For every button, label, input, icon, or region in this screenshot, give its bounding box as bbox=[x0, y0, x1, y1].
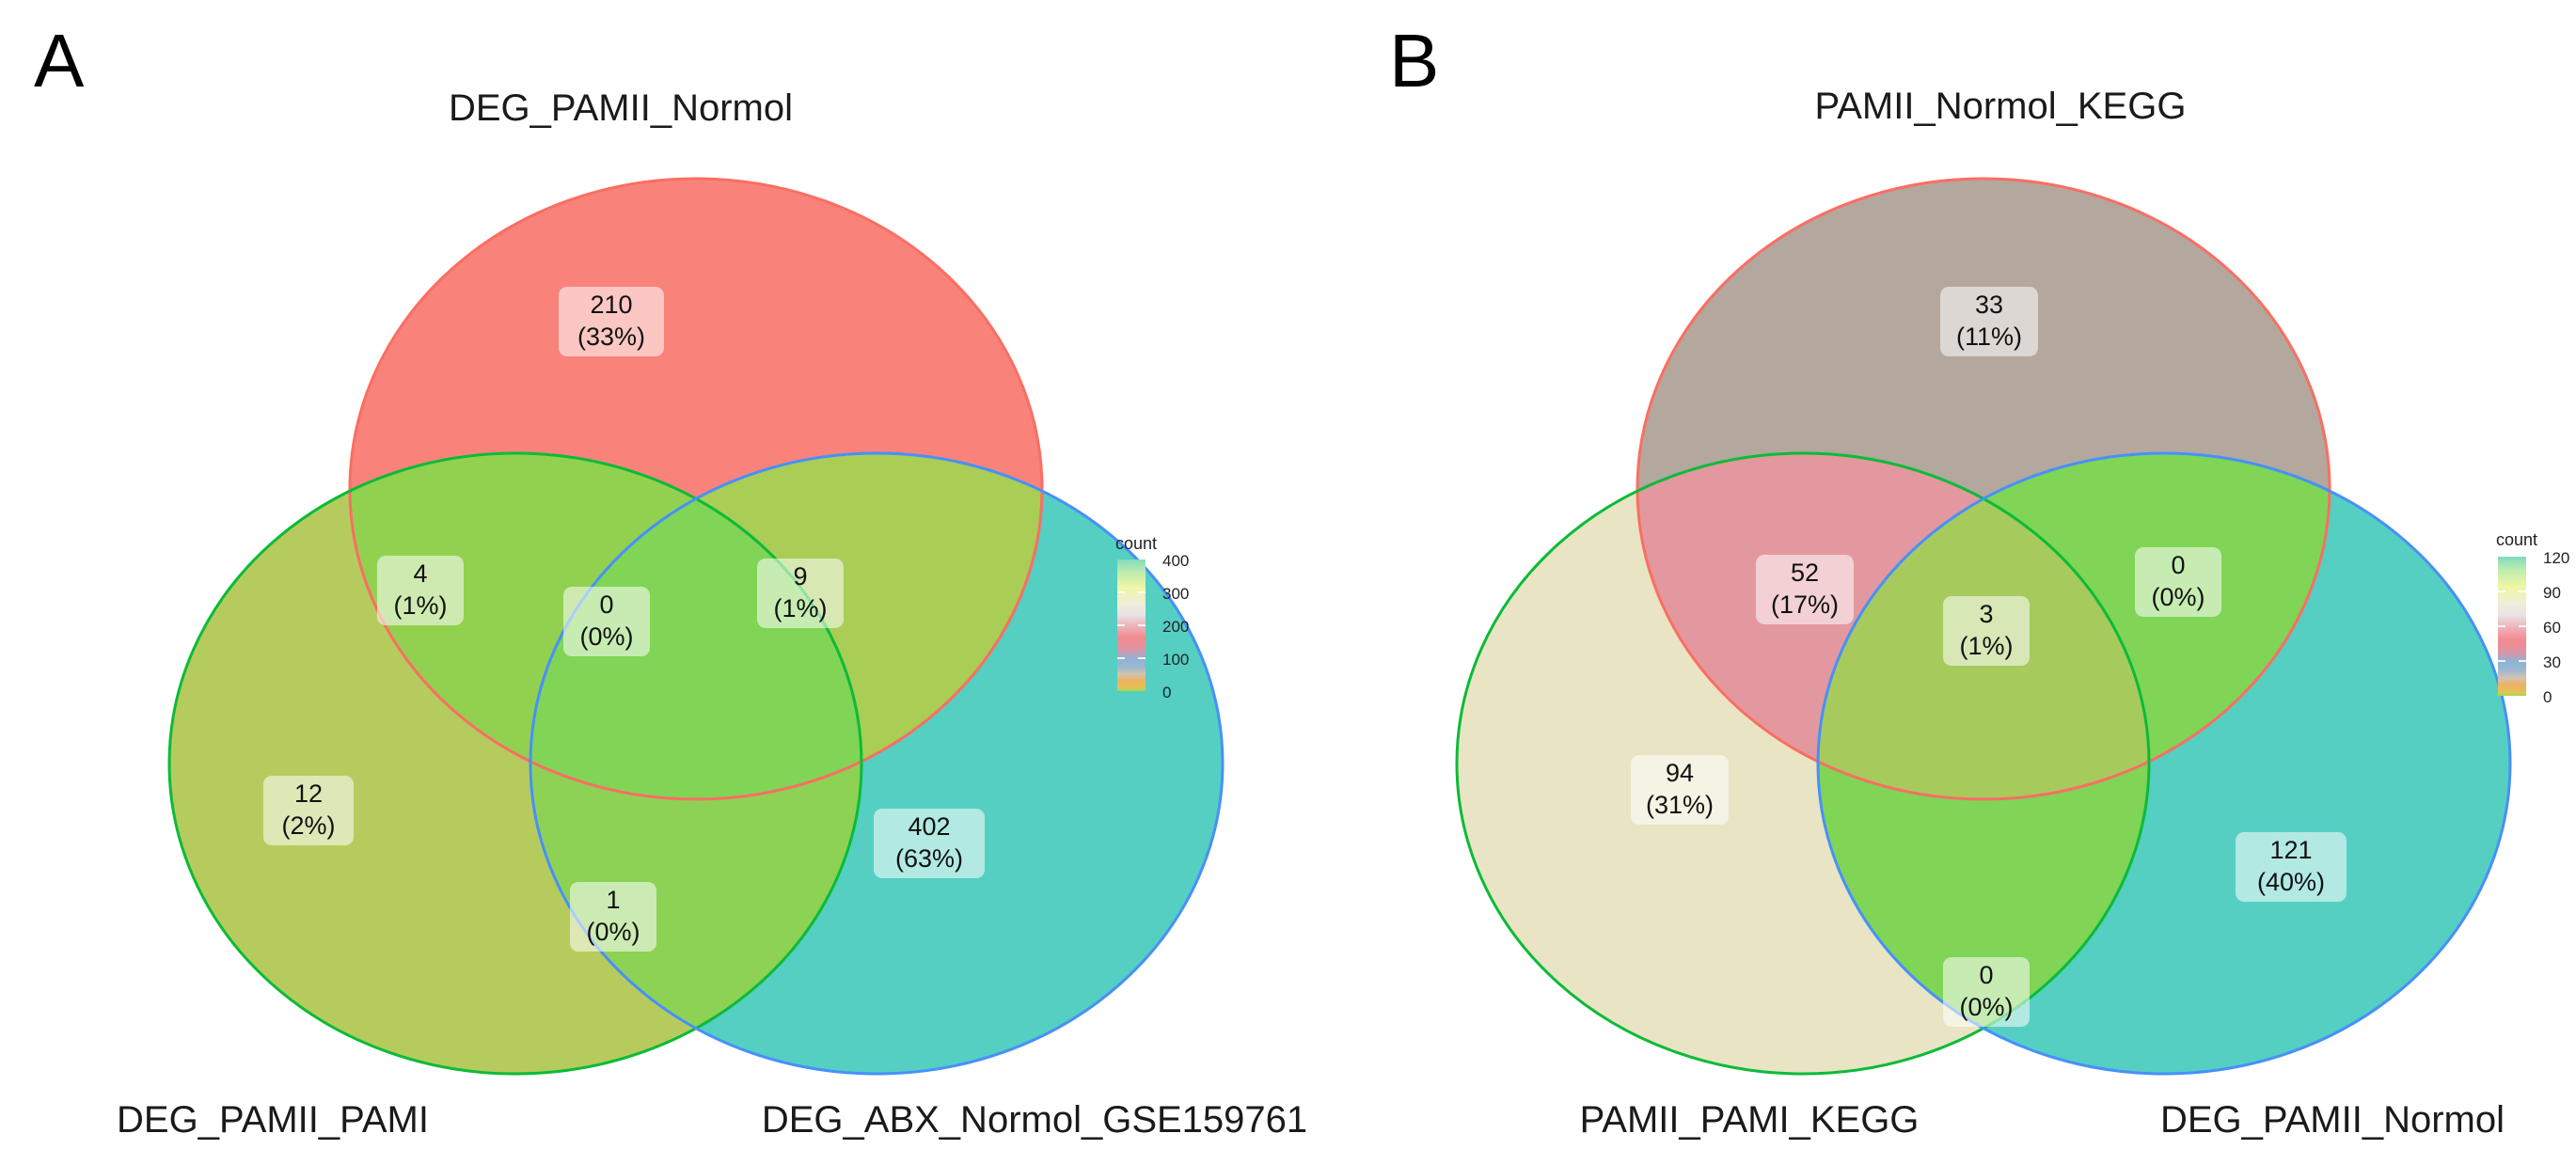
region-label-box bbox=[2135, 547, 2221, 617]
venn-circle-top-outline bbox=[348, 177, 1044, 801]
region-count: 0 bbox=[2171, 551, 2185, 579]
region-label-box bbox=[1940, 287, 2038, 356]
region-percent: (40%) bbox=[2257, 868, 2325, 896]
region-percent: (0%) bbox=[1959, 993, 2013, 1021]
legend-tick-mark bbox=[1138, 657, 1146, 659]
region-label-box bbox=[2236, 832, 2347, 902]
legend-tick-mark bbox=[2519, 660, 2526, 662]
legend-tick-mark bbox=[2498, 590, 2505, 592]
region-count: 9 bbox=[793, 562, 807, 590]
region-percent: (1%) bbox=[393, 591, 447, 620]
legend-title: count bbox=[1115, 534, 1157, 553]
legend-tick-mark bbox=[2519, 625, 2526, 627]
region-count: 4 bbox=[413, 559, 427, 588]
region-label-top-left: 4 (1%) bbox=[377, 556, 464, 625]
region-percent: (63%) bbox=[895, 844, 963, 873]
region-percent: (2%) bbox=[281, 811, 335, 840]
legend-title: count bbox=[2496, 530, 2537, 549]
region-label-top-right: 0 (0%) bbox=[2135, 547, 2221, 617]
region-label-box bbox=[563, 587, 650, 656]
legend-tick-label: 30 bbox=[2543, 653, 2561, 671]
panel-letter-a: A bbox=[34, 19, 85, 102]
region-count: 1 bbox=[606, 886, 620, 914]
legend-tick-label: 60 bbox=[2543, 619, 2561, 637]
venn-circle-right-outline bbox=[529, 451, 1225, 1076]
legend-tick-label: 0 bbox=[1162, 684, 1171, 701]
region-label-right-only: 402 (63%) bbox=[874, 809, 985, 878]
region-percent: (0%) bbox=[579, 622, 633, 651]
region-label-top-right: 9 (1%) bbox=[757, 559, 844, 628]
region-label-left-only: 94 (31%) bbox=[1631, 755, 1729, 825]
set-label-bottom-right: DEG_ABX_Normol_GSE159761 bbox=[762, 1099, 1307, 1141]
region-count: 94 bbox=[1666, 759, 1694, 787]
region-percent: (0%) bbox=[586, 918, 640, 946]
legend-tick-mark bbox=[1117, 657, 1125, 659]
set-label-bottom-left: PAMII_PAMI_KEGG bbox=[1580, 1099, 1920, 1141]
legend-tick-label: 200 bbox=[1162, 618, 1189, 636]
region-label-box bbox=[377, 556, 464, 625]
set-label-bottom-right: DEG_PAMII_Normol bbox=[2160, 1099, 2505, 1141]
region-percent: (11%) bbox=[1956, 323, 2022, 351]
region-label-bottom: 0 (0%) bbox=[1943, 957, 2030, 1027]
region-count: 12 bbox=[294, 779, 323, 808]
region-count: 52 bbox=[1791, 559, 1819, 587]
region-label-box bbox=[263, 776, 354, 845]
legend-tick-label: 400 bbox=[1162, 552, 1189, 570]
panel-letter-b: B bbox=[1389, 19, 1439, 102]
venn-circle-top-outline bbox=[1636, 177, 2331, 801]
region-label-box bbox=[1943, 596, 2030, 666]
legend-tick-mark bbox=[2498, 625, 2505, 627]
region-label-box bbox=[757, 559, 844, 628]
legend-tick-mark bbox=[2498, 660, 2505, 662]
region-label-box bbox=[1631, 755, 1729, 825]
venn-circle-right-outline bbox=[1816, 451, 2512, 1076]
legend-tick-mark bbox=[1138, 624, 1146, 626]
venn-circle-left-outline bbox=[1455, 451, 2151, 1076]
region-label-top-left: 52 (17%) bbox=[1756, 555, 1854, 624]
set-label-bottom-left: DEG_PAMII_PAMI bbox=[117, 1099, 429, 1141]
legend-tick-mark bbox=[2519, 590, 2526, 592]
legend-tick-label: 0 bbox=[2543, 688, 2552, 706]
region-label-top-only: 33 (11%) bbox=[1940, 287, 2038, 356]
region-label-left-only: 12 (2%) bbox=[263, 776, 354, 845]
legend-tick-label: 300 bbox=[1162, 585, 1189, 603]
region-percent: (33%) bbox=[577, 323, 645, 351]
region-count: 0 bbox=[1979, 961, 1993, 989]
venn-circle-left-outline bbox=[167, 451, 863, 1076]
set-title-top: DEG_PAMII_Normol bbox=[449, 87, 793, 129]
region-label-box bbox=[874, 809, 985, 878]
region-percent: (1%) bbox=[1959, 632, 2013, 660]
region-label-box bbox=[1756, 555, 1854, 624]
region-count: 3 bbox=[1979, 600, 1993, 628]
region-percent: (0%) bbox=[2151, 583, 2205, 611]
legend-tick-label: 90 bbox=[2543, 584, 2561, 602]
region-count: 402 bbox=[908, 812, 950, 841]
legend-tick-mark bbox=[1138, 591, 1146, 593]
region-label-right-only: 121 (40%) bbox=[2236, 832, 2347, 902]
region-label-box bbox=[570, 882, 656, 952]
region-percent: (1%) bbox=[773, 594, 827, 622]
region-percent: (31%) bbox=[1646, 791, 1714, 819]
region-label-center: 0 (0%) bbox=[563, 587, 650, 656]
region-count: 210 bbox=[590, 291, 632, 319]
region-label-center: 3 (1%) bbox=[1943, 596, 2030, 666]
legend: count 120 90 60 30 0 bbox=[2496, 530, 2569, 706]
legend-tick-mark bbox=[1117, 591, 1125, 593]
legend: count 400 300 200 100 0 bbox=[1115, 534, 1189, 701]
region-percent: (17%) bbox=[1771, 590, 1839, 619]
legend-tick-label: 100 bbox=[1162, 651, 1189, 669]
region-count: 33 bbox=[1975, 291, 2003, 319]
region-label-box bbox=[1943, 957, 2030, 1027]
legend-tick-mark bbox=[1117, 624, 1125, 626]
panel-a: A DEG_PAMII_Normol 210 (33%) bbox=[34, 19, 1307, 1141]
region-count: 0 bbox=[599, 590, 613, 619]
set-title-top: PAMII_Normol_KEGG bbox=[1815, 86, 2187, 127]
region-label-top-only: 210 (33%) bbox=[559, 287, 664, 356]
region-count: 121 bbox=[2269, 836, 2312, 864]
legend-tick-label: 120 bbox=[2543, 549, 2569, 567]
region-label-bottom: 1 (0%) bbox=[570, 882, 656, 952]
panel-b: B PAMII_Normol_KEGG 33 (11%) bbox=[1389, 19, 2569, 1141]
region-label-box bbox=[559, 287, 664, 356]
